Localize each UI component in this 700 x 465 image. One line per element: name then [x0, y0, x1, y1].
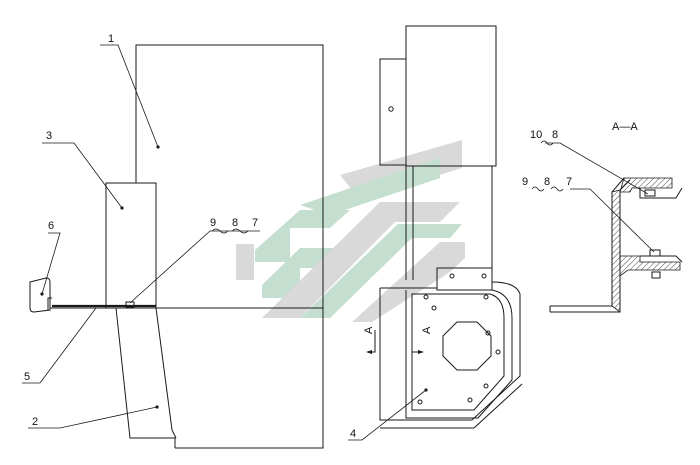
callout-9-left: 9	[210, 217, 216, 229]
middle-view	[366, 25, 523, 429]
left-view	[29, 44, 324, 449]
section-aa	[549, 177, 683, 313]
callout-1: 1	[108, 33, 114, 45]
part-6-block	[29, 277, 51, 313]
octagon-opening	[442, 321, 492, 371]
callout-10-section: 10	[530, 129, 542, 141]
section-marker-right: A	[421, 326, 433, 334]
callout-3: 3	[46, 130, 52, 142]
leaders-left	[22, 44, 260, 429]
side-plate	[379, 58, 407, 166]
callout-8-section-top: 8	[552, 129, 558, 141]
callout-8-section: 8	[544, 176, 550, 188]
callout-4: 4	[350, 428, 356, 440]
callout-6: 6	[48, 220, 54, 232]
part-4-mount	[380, 287, 513, 419]
section-title: A—A	[612, 121, 638, 133]
callout-7-section: 7	[566, 176, 572, 188]
watermark-logo	[236, 140, 465, 322]
fastener-987	[125, 301, 135, 308]
callout-7-left: 7	[252, 217, 258, 229]
part-3-bracket	[105, 182, 157, 309]
callout-9-section: 9	[522, 176, 528, 188]
part-2-skirt	[115, 307, 176, 448]
callout-5: 5	[24, 371, 30, 383]
callout-2: 2	[32, 416, 38, 428]
section-marker-left: A	[363, 326, 375, 334]
part-1-panel	[135, 44, 324, 449]
callout-8-left: 8	[232, 217, 238, 229]
